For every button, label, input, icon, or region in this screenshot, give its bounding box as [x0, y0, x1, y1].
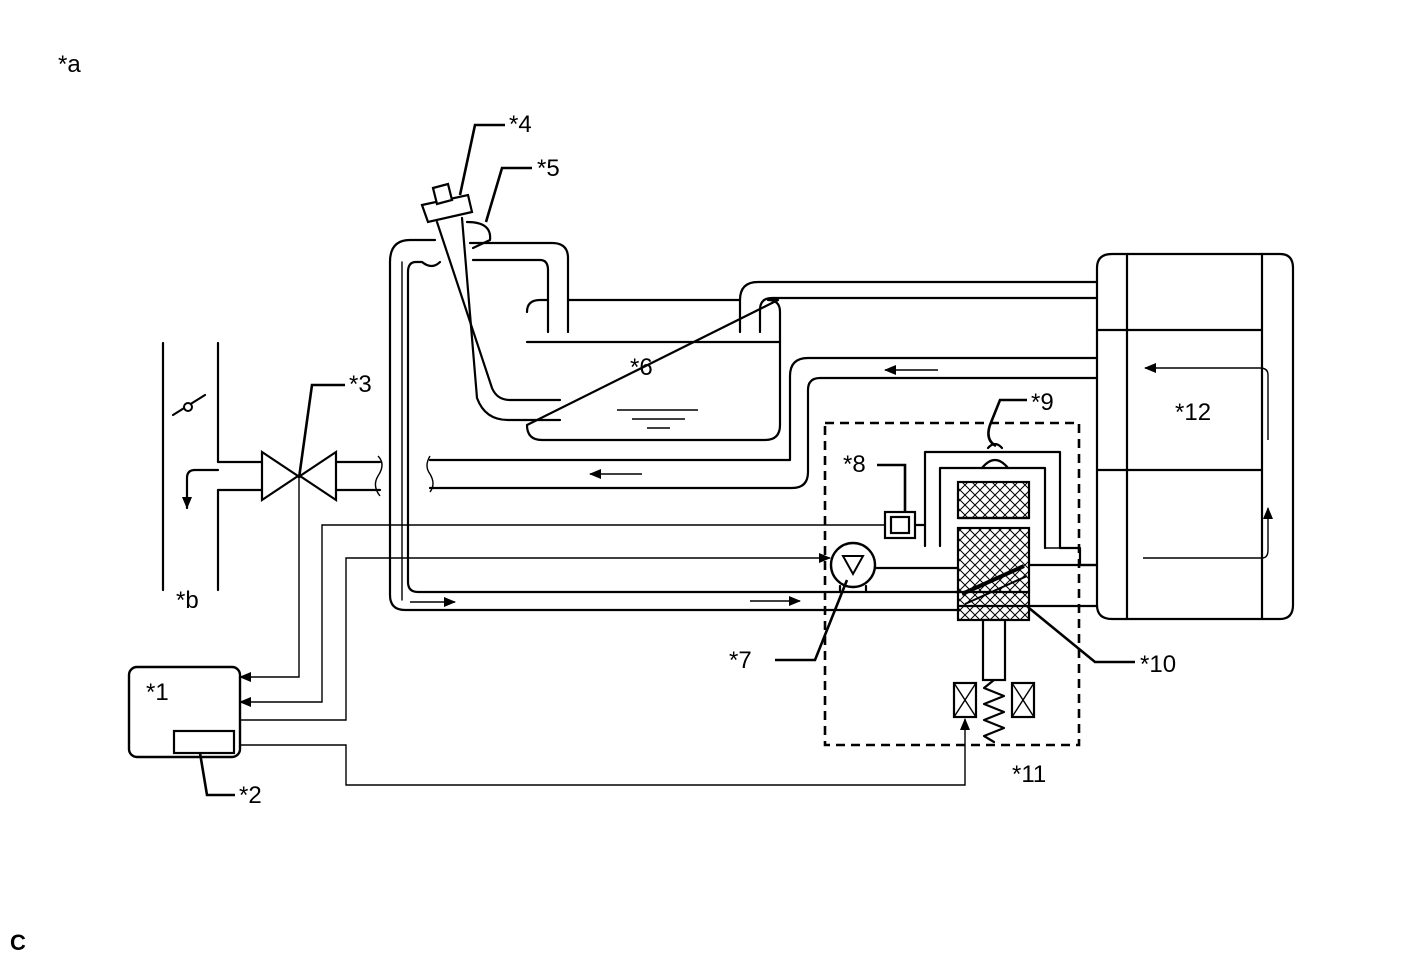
- callout-b: *b: [176, 587, 199, 614]
- signal-line-pump: [240, 553, 831, 721]
- callout-3: *3: [349, 371, 372, 398]
- callout-1: *1: [146, 679, 169, 706]
- vacuum-pump: [829, 541, 877, 589]
- callout-2: *2: [239, 782, 262, 809]
- footer-code: C: [10, 930, 26, 955]
- callout-8: *8: [843, 451, 866, 478]
- canister: [1095, 252, 1295, 621]
- corner-label: *a: [58, 51, 81, 78]
- leak-detection-module: [823, 421, 1081, 747]
- callout-4: *4: [509, 111, 532, 138]
- ecm-box: [127, 665, 242, 759]
- callout-9: *9: [1031, 389, 1054, 416]
- callout-5: *5: [537, 155, 560, 182]
- signal-line-purge: [239, 478, 300, 682]
- callout-10: *10: [1140, 651, 1176, 678]
- callout-6: *6: [630, 354, 653, 381]
- fuel-tank: [525, 298, 782, 442]
- signal-line-pressure: [239, 524, 885, 707]
- callout-11: *11: [1012, 761, 1046, 788]
- callout-7: *7: [729, 647, 752, 674]
- callout-12: *12: [1175, 399, 1211, 426]
- purge-valve: [216, 449, 383, 503]
- filler-pipe: [420, 182, 562, 422]
- signal-line-valve: [240, 718, 970, 786]
- intake-duct: [161, 341, 220, 592]
- switching-valve: [952, 480, 1036, 744]
